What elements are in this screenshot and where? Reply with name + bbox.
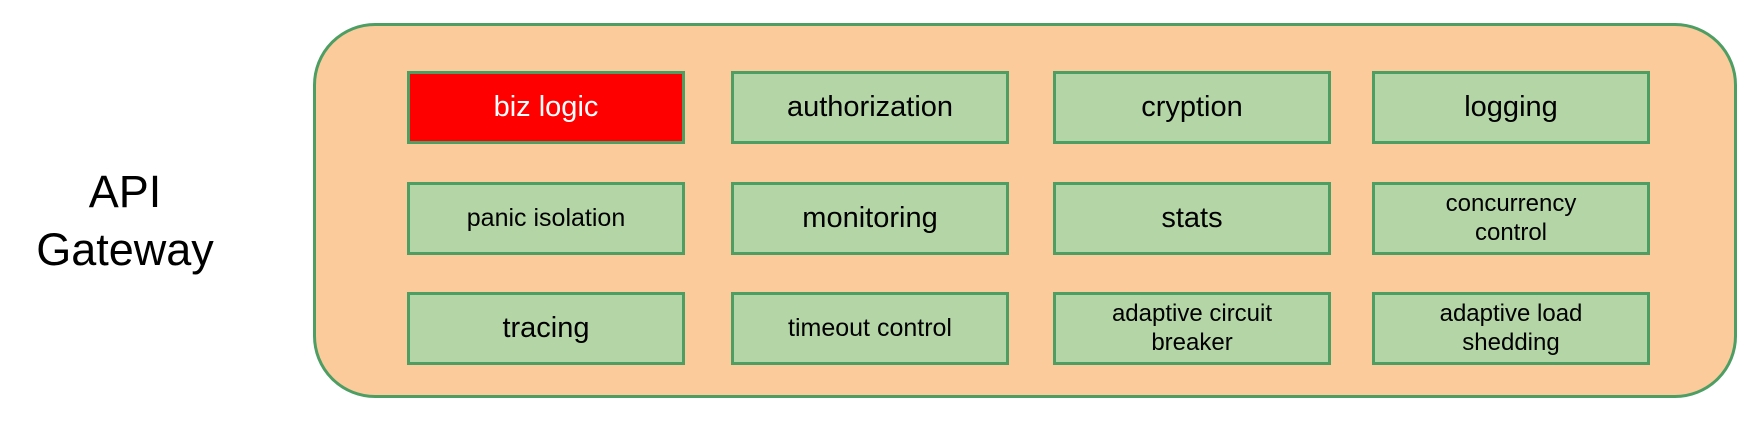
module-biz-logic: biz logic [407, 71, 685, 144]
module-concurrency-control: concurrency control [1372, 182, 1650, 255]
module-stats-label: stats [1161, 201, 1223, 234]
api-gateway-label: API Gateway [36, 166, 214, 275]
module-tracing: tracing [407, 292, 685, 365]
module-logging-label: logging [1464, 90, 1558, 123]
module-adaptive-circuit-breaker-label: adaptive circuit breaker [1111, 299, 1273, 356]
module-authorization-label: authorization [786, 90, 954, 123]
module-concurrency-control-label: concurrency control [1445, 189, 1577, 246]
module-monitoring: monitoring [731, 182, 1009, 255]
module-stats: stats [1053, 182, 1331, 255]
module-authorization: authorization [731, 71, 1009, 144]
module-panic-isolation-label: panic isolation [466, 204, 626, 233]
module-biz-logic-label: biz logic [493, 90, 599, 123]
module-timeout-control: timeout control [731, 292, 1009, 365]
module-tracing-label: tracing [502, 311, 590, 344]
module-cryption: cryption [1053, 71, 1331, 144]
module-adaptive-circuit-breaker: adaptive circuit breaker [1053, 292, 1331, 365]
module-adaptive-load-shedding-label: adaptive load shedding [1439, 299, 1583, 356]
module-panic-isolation: panic isolation [407, 182, 685, 255]
api-gateway-container: biz logic authorization cryption logging… [313, 23, 1737, 398]
module-logging: logging [1372, 71, 1650, 144]
module-adaptive-load-shedding: adaptive load shedding [1372, 292, 1650, 365]
module-timeout-control-label: timeout control [788, 314, 952, 343]
module-monitoring-label: monitoring [802, 201, 938, 234]
module-cryption-label: cryption [1141, 90, 1243, 123]
